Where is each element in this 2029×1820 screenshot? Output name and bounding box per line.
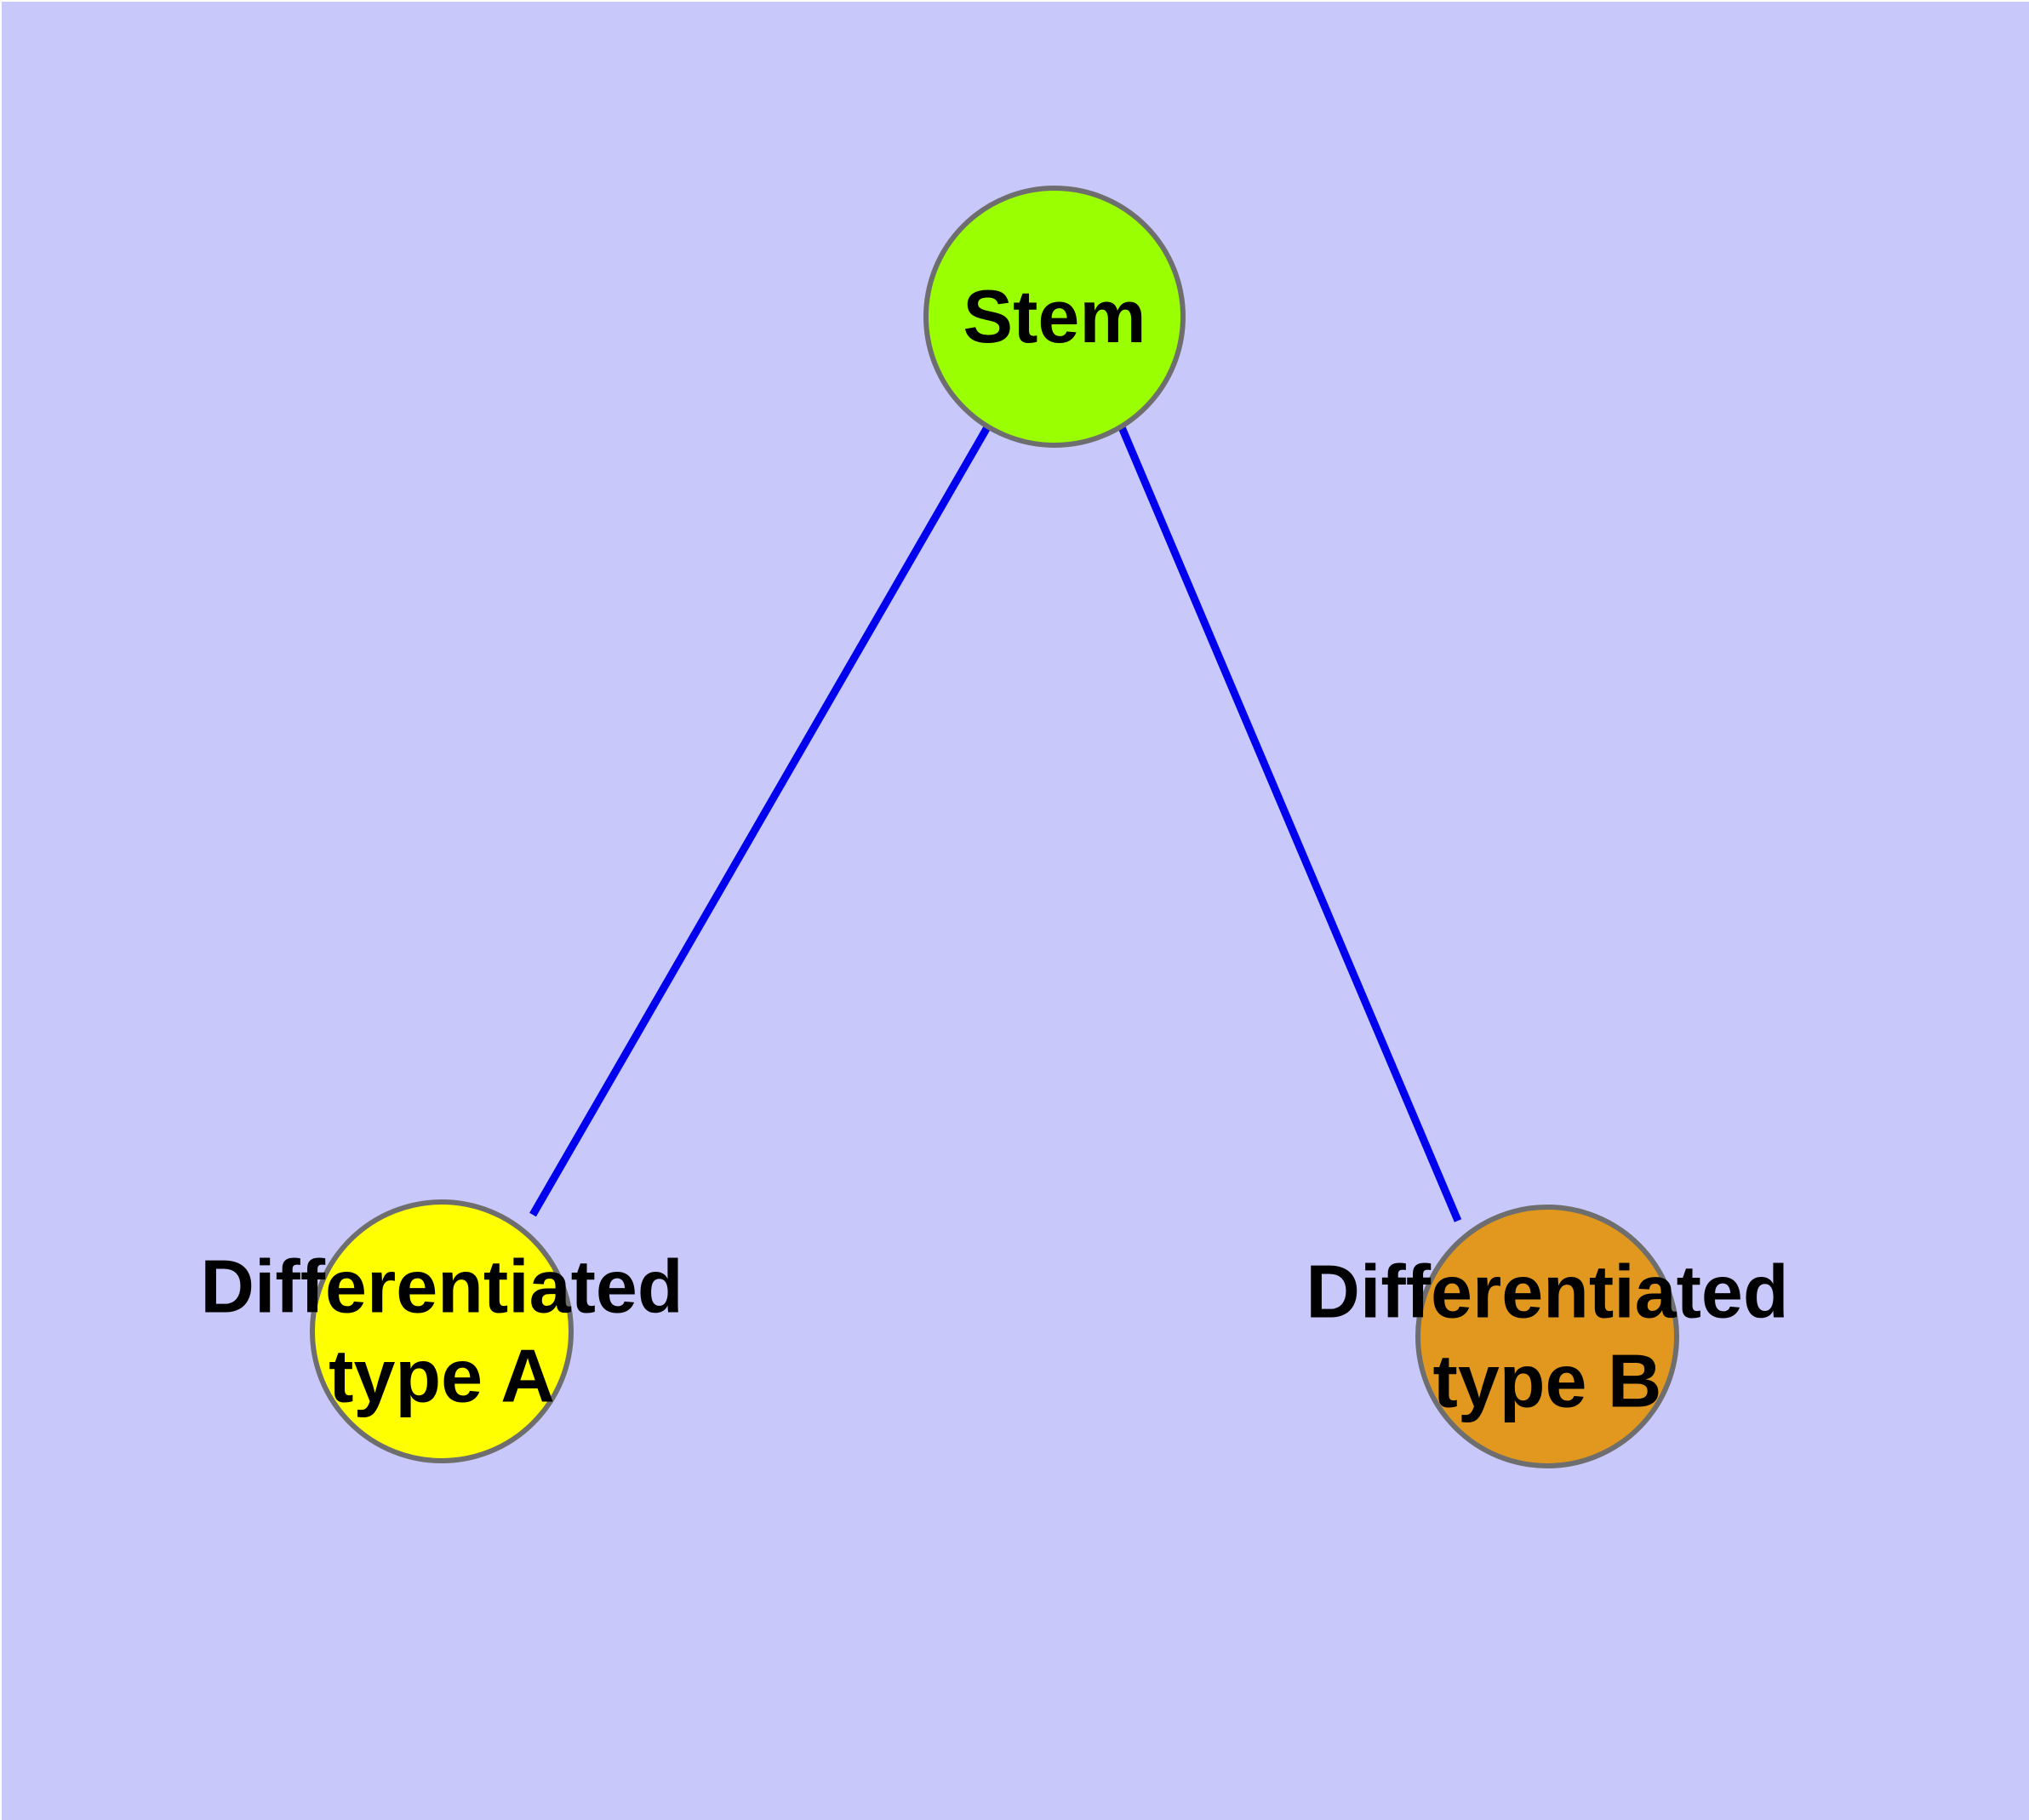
node-label-line: Differentiated <box>1306 1249 1788 1333</box>
node-label-stem: Stem <box>963 274 1146 358</box>
node-label-line: Differentiated <box>200 1244 683 1328</box>
node-circle-stem[interactable] <box>923 186 1186 448</box>
node-label-line: type A <box>329 1333 555 1417</box>
graph-edge[interactable] <box>529 425 991 1217</box>
edges-layer <box>529 425 1462 1222</box>
node-label-line: type B <box>1433 1338 1662 1422</box>
graph-node-stem[interactable]: Stem <box>923 186 1186 448</box>
graph-edge[interactable] <box>1117 426 1462 1222</box>
node-circle-diff_a[interactable] <box>310 1199 574 1463</box>
node-circle-diff_b[interactable] <box>1415 1205 1679 1468</box>
node-label-line: Stem <box>963 274 1146 358</box>
